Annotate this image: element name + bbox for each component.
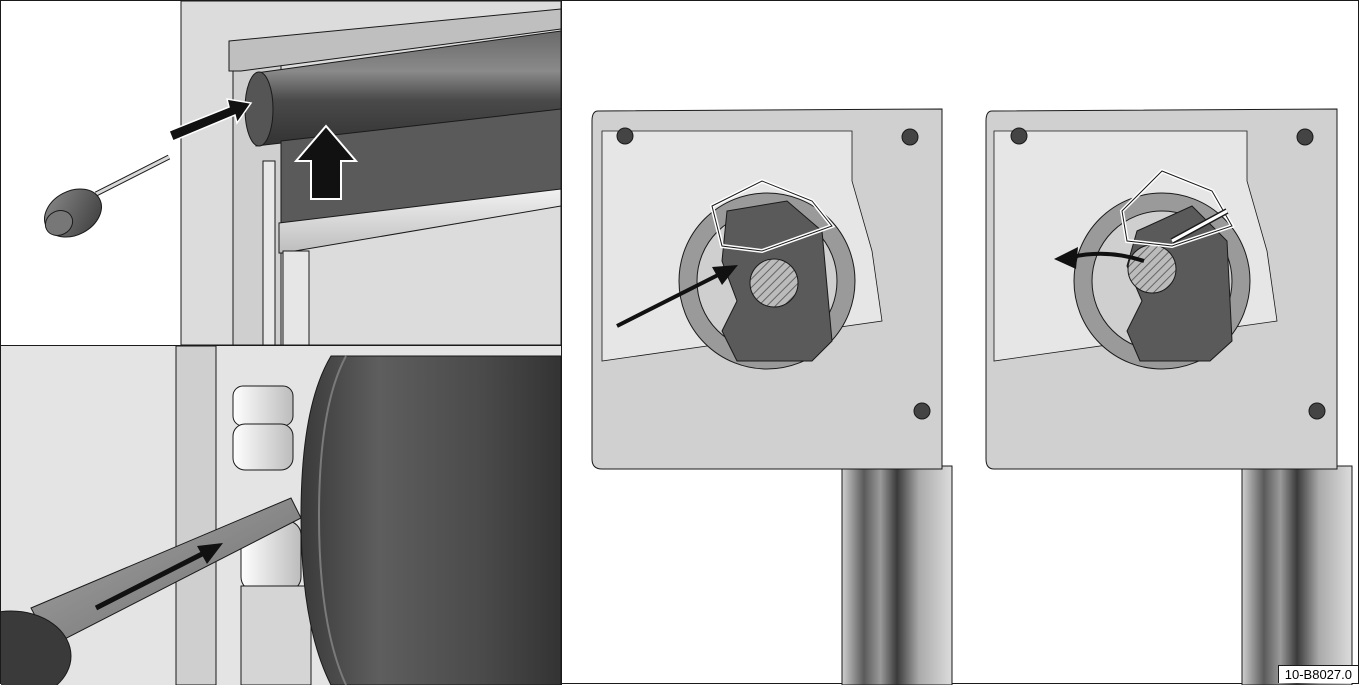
push-arrow-icon	[616, 265, 738, 328]
step-illustration-side-views	[562, 1, 1359, 685]
step-illustration-overview	[1, 1, 562, 346]
screwdriver-icon	[44, 154, 171, 238]
roller-tube-closeup	[300, 355, 561, 685]
guide-profile	[841, 465, 953, 685]
screw	[1010, 127, 1028, 145]
push-arrow-icon	[94, 543, 223, 611]
frame-edge	[175, 346, 217, 685]
guide-profile	[1241, 465, 1353, 685]
mounting-bracket	[232, 385, 312, 685]
figure-code-label: 10-B8027.0	[1277, 665, 1358, 683]
axle	[1127, 244, 1177, 294]
window-pane-edge	[282, 250, 310, 345]
screw	[913, 402, 931, 420]
screw	[1308, 402, 1326, 420]
roller-end-cap	[244, 71, 274, 147]
up-arrow-icon	[293, 124, 359, 200]
axle	[749, 258, 799, 308]
bottom-bar	[278, 188, 561, 254]
side-rail	[262, 160, 276, 345]
pull-arrow-icon	[1054, 247, 1145, 269]
screw	[1296, 128, 1314, 146]
screw	[616, 127, 634, 145]
screw	[901, 128, 919, 146]
blind-fabric	[280, 108, 561, 227]
side-view-after	[985, 108, 1353, 685]
step-illustration-closeup	[1, 346, 562, 685]
side-view-before	[591, 108, 953, 685]
top-cassette	[228, 8, 561, 72]
push-arrow-icon	[168, 98, 253, 142]
